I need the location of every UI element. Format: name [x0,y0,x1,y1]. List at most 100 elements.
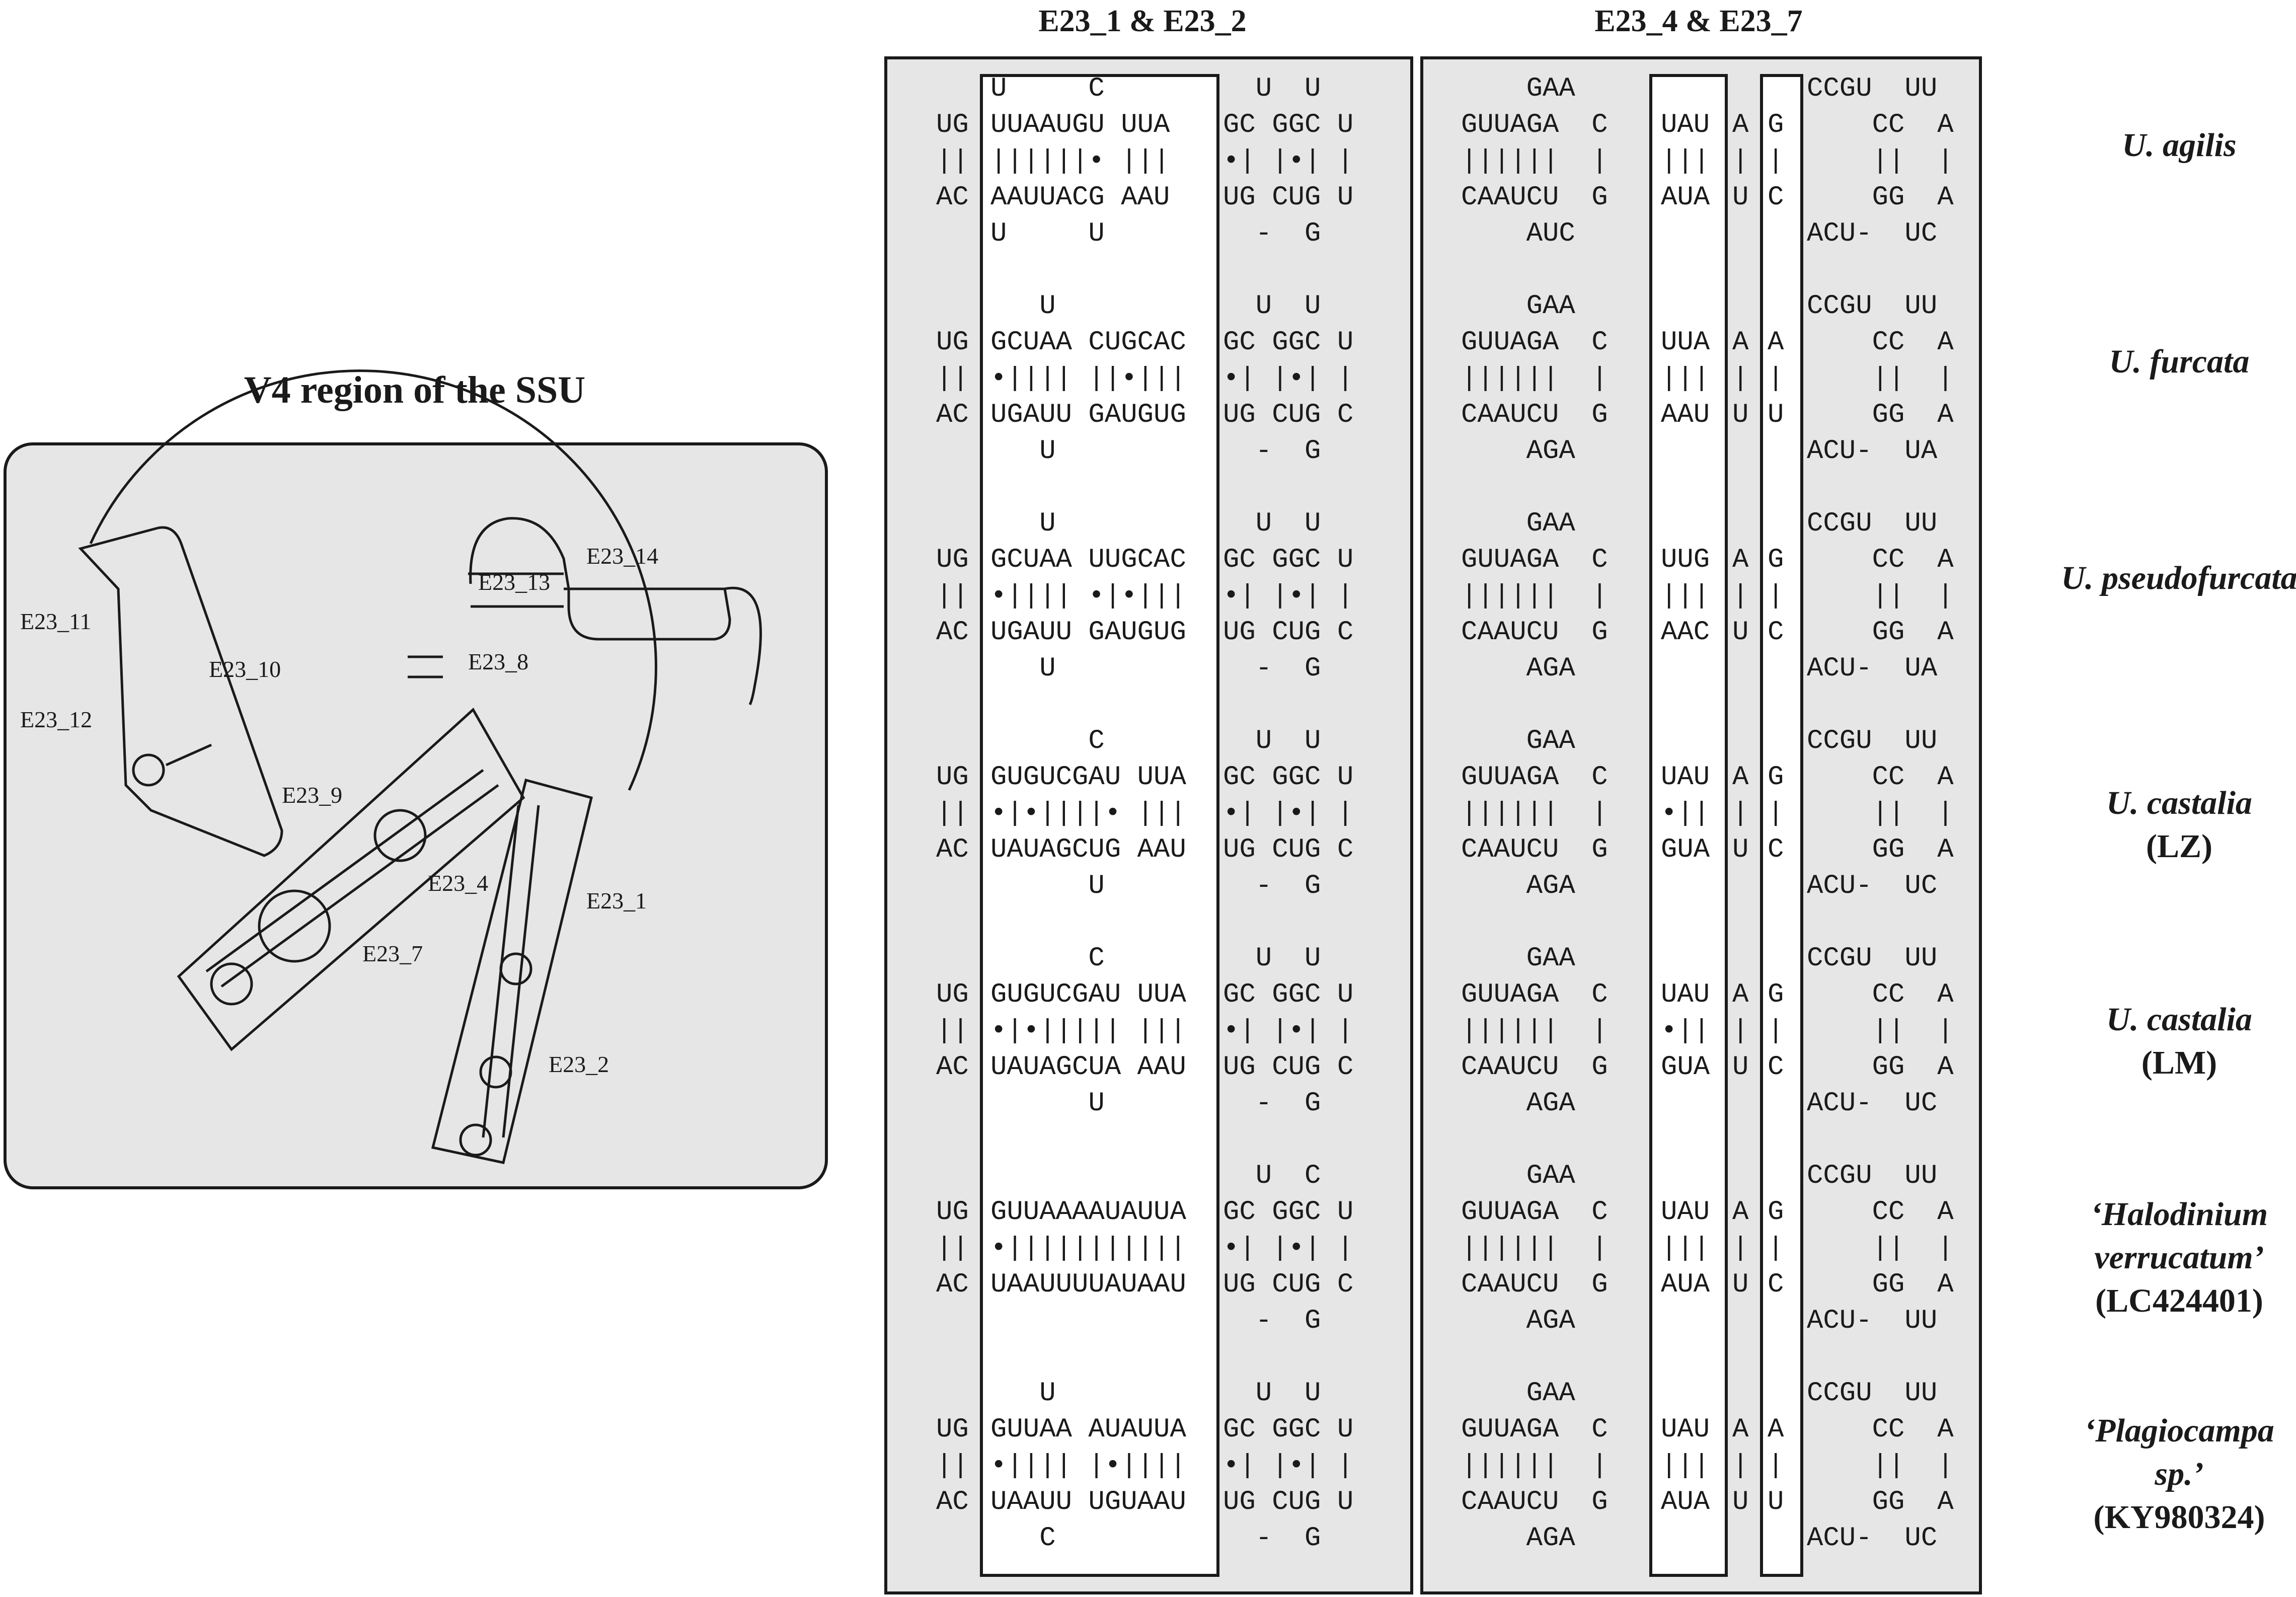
label-e23-13: E23_13 [478,569,550,595]
sequence-line: |||||| | [1461,581,1608,612]
sequence-line: GCUAA UUGCAC [990,545,1186,575]
sequence-line: GUUAGA C [1461,979,1608,1010]
sequence-line: ACU- UC [1807,1523,1937,1554]
sequence-line: || [936,1451,969,1481]
sequence-line: U [1732,1487,1748,1517]
sequence-line: UG CUG C [1223,400,1353,430]
sequence-line: | [1768,581,1784,612]
sequence-line: U C [990,73,1105,104]
sequence-line: UG [936,327,969,358]
sequence-line: A [1768,327,1784,358]
sequence-line: | [1768,146,1784,177]
sequence-line: | [1732,798,1748,829]
sequence-line: •|•||||| ||| [990,1016,1186,1046]
sequence-line: GCUAA CUGCAC [990,327,1186,358]
sequence-line: G [1768,979,1784,1010]
sequence-line: UG CUG C [1223,1269,1353,1300]
sequence-line: •|||| •|•||| [990,581,1186,612]
sequence-line: AUA [1661,182,1710,213]
sequence-line: GUA [1661,1052,1710,1083]
species-label: sp.’ [2154,1456,2203,1492]
sequence-line: CC A [1807,1414,1954,1445]
sequence-line: GUUAGA C [1461,545,1608,575]
sequence-line: U [990,436,1056,467]
sequence-line: | [1768,1233,1784,1264]
sequence-line: U U [1223,1378,1321,1409]
sequence-line: |||||| | [1461,1451,1608,1481]
species-label: U. pseudofurcata [2061,560,2296,596]
sequence-line: CAAUCU G [1461,400,1608,430]
sequence-line: U [1768,1487,1784,1517]
sequence-line: UG CUG U [1223,182,1353,213]
sequence-line: CCGU UU [1807,943,1937,974]
sequence-line: •|||| |•|||| [990,1451,1186,1481]
sequence-line: A [1732,762,1749,793]
sequence-line: ACU- UA [1807,436,1938,467]
sequence-line: U U [990,218,1105,249]
sequence-line: CC A [1807,1197,1954,1228]
sequence-line: GG A [1807,1487,1954,1517]
sequence-line: | [1732,1016,1748,1046]
sequence-line: UAU [1661,1197,1710,1228]
species-label: (KY980324) [2094,1499,2265,1536]
sequence-line: U [990,508,1056,539]
sequence-line: ||| [1661,1233,1710,1264]
species-label: U. castalia [2106,785,2252,821]
sequence-alignment-e23-1-2: UG||ACUG||ACUG||ACUG||ACUG||ACUG||ACUG||… [936,73,1353,1554]
sequence-line: || [936,363,969,394]
sequence-line: GUGUCGAU UUA [990,762,1186,793]
sequence-line: •|| [1661,798,1710,829]
label-e23-8: E23_8 [468,649,528,674]
label-e23-12: E23_12 [20,707,92,732]
label-e23-11: E23_11 [20,609,91,634]
sequence-line: UAUAGCUA AAU [990,1052,1186,1083]
sequence-line: ACU- UU [1807,1306,1937,1336]
sequence-line: ||| [1661,581,1710,612]
secondary-structure-drawing [78,369,762,1164]
sequence-line: U [990,653,1056,684]
sequence-line: UAUAGCUG AAU [990,834,1186,865]
sequence-line: CAAUCU G [1461,834,1608,865]
sequence-line: GUUAGA C [1461,1197,1608,1228]
sequence-line: GG A [1807,1052,1954,1083]
sequence-line: GUUAGA C [1461,327,1608,358]
sequence-line: C [1768,182,1784,213]
sequence-line: |||||| | [1461,1233,1608,1264]
species-label: U. agilis [2122,127,2236,164]
sequence-line: || | [1807,1451,1954,1481]
sequence-line: || | [1807,581,1954,612]
sequence-line: CC A [1807,762,1954,793]
sequence-line: U [990,1088,1105,1119]
sequence-line: AGA [1461,1088,1575,1119]
sequence-line: UG [936,545,969,575]
sequence-line: U [1732,834,1748,865]
sequence-line: UAU [1661,1414,1710,1445]
sequence-line: ||| [1661,363,1710,394]
sequence-line: C [1768,1052,1784,1083]
sequence-line: || | [1807,1233,1954,1264]
sequence-line: || | [1807,1016,1954,1046]
sequence-line: GAA [1461,726,1575,756]
sequence-line: GG A [1807,834,1954,865]
sequence-line: UUG [1661,545,1710,575]
schematic-labels: E23_11 E23_10 E23_12 E23_9 E23_13 E23_14… [20,543,658,1077]
sequence-line: GAA [1461,1378,1575,1409]
highlight-box-e23-4 [1649,74,1728,1577]
sequence-line: •||||||||||| [990,1233,1186,1264]
sequence-line: ACU- UA [1807,653,1938,684]
sequence-line: - G [1223,1088,1321,1119]
sequence-line: U [990,1378,1056,1409]
sequence-line: UAU [1661,979,1710,1010]
sequence-line: C [1768,834,1784,865]
label-e23-4: E23_4 [428,870,488,896]
sequence-line: AC [936,617,969,648]
panel-title-e23-4-7: E23_4 & E23_7 [1594,4,1802,38]
sequence-line: U [1732,617,1748,648]
sequence-line: CAAUCU G [1461,1269,1608,1300]
sequence-line: AGA [1461,1523,1575,1554]
sequence-line: CCGU UU [1807,726,1937,756]
sequence-line: GAA [1461,1161,1575,1191]
sequence-line: UGAUU GAUGUG [990,617,1186,648]
sequence-line: UG [936,110,969,140]
